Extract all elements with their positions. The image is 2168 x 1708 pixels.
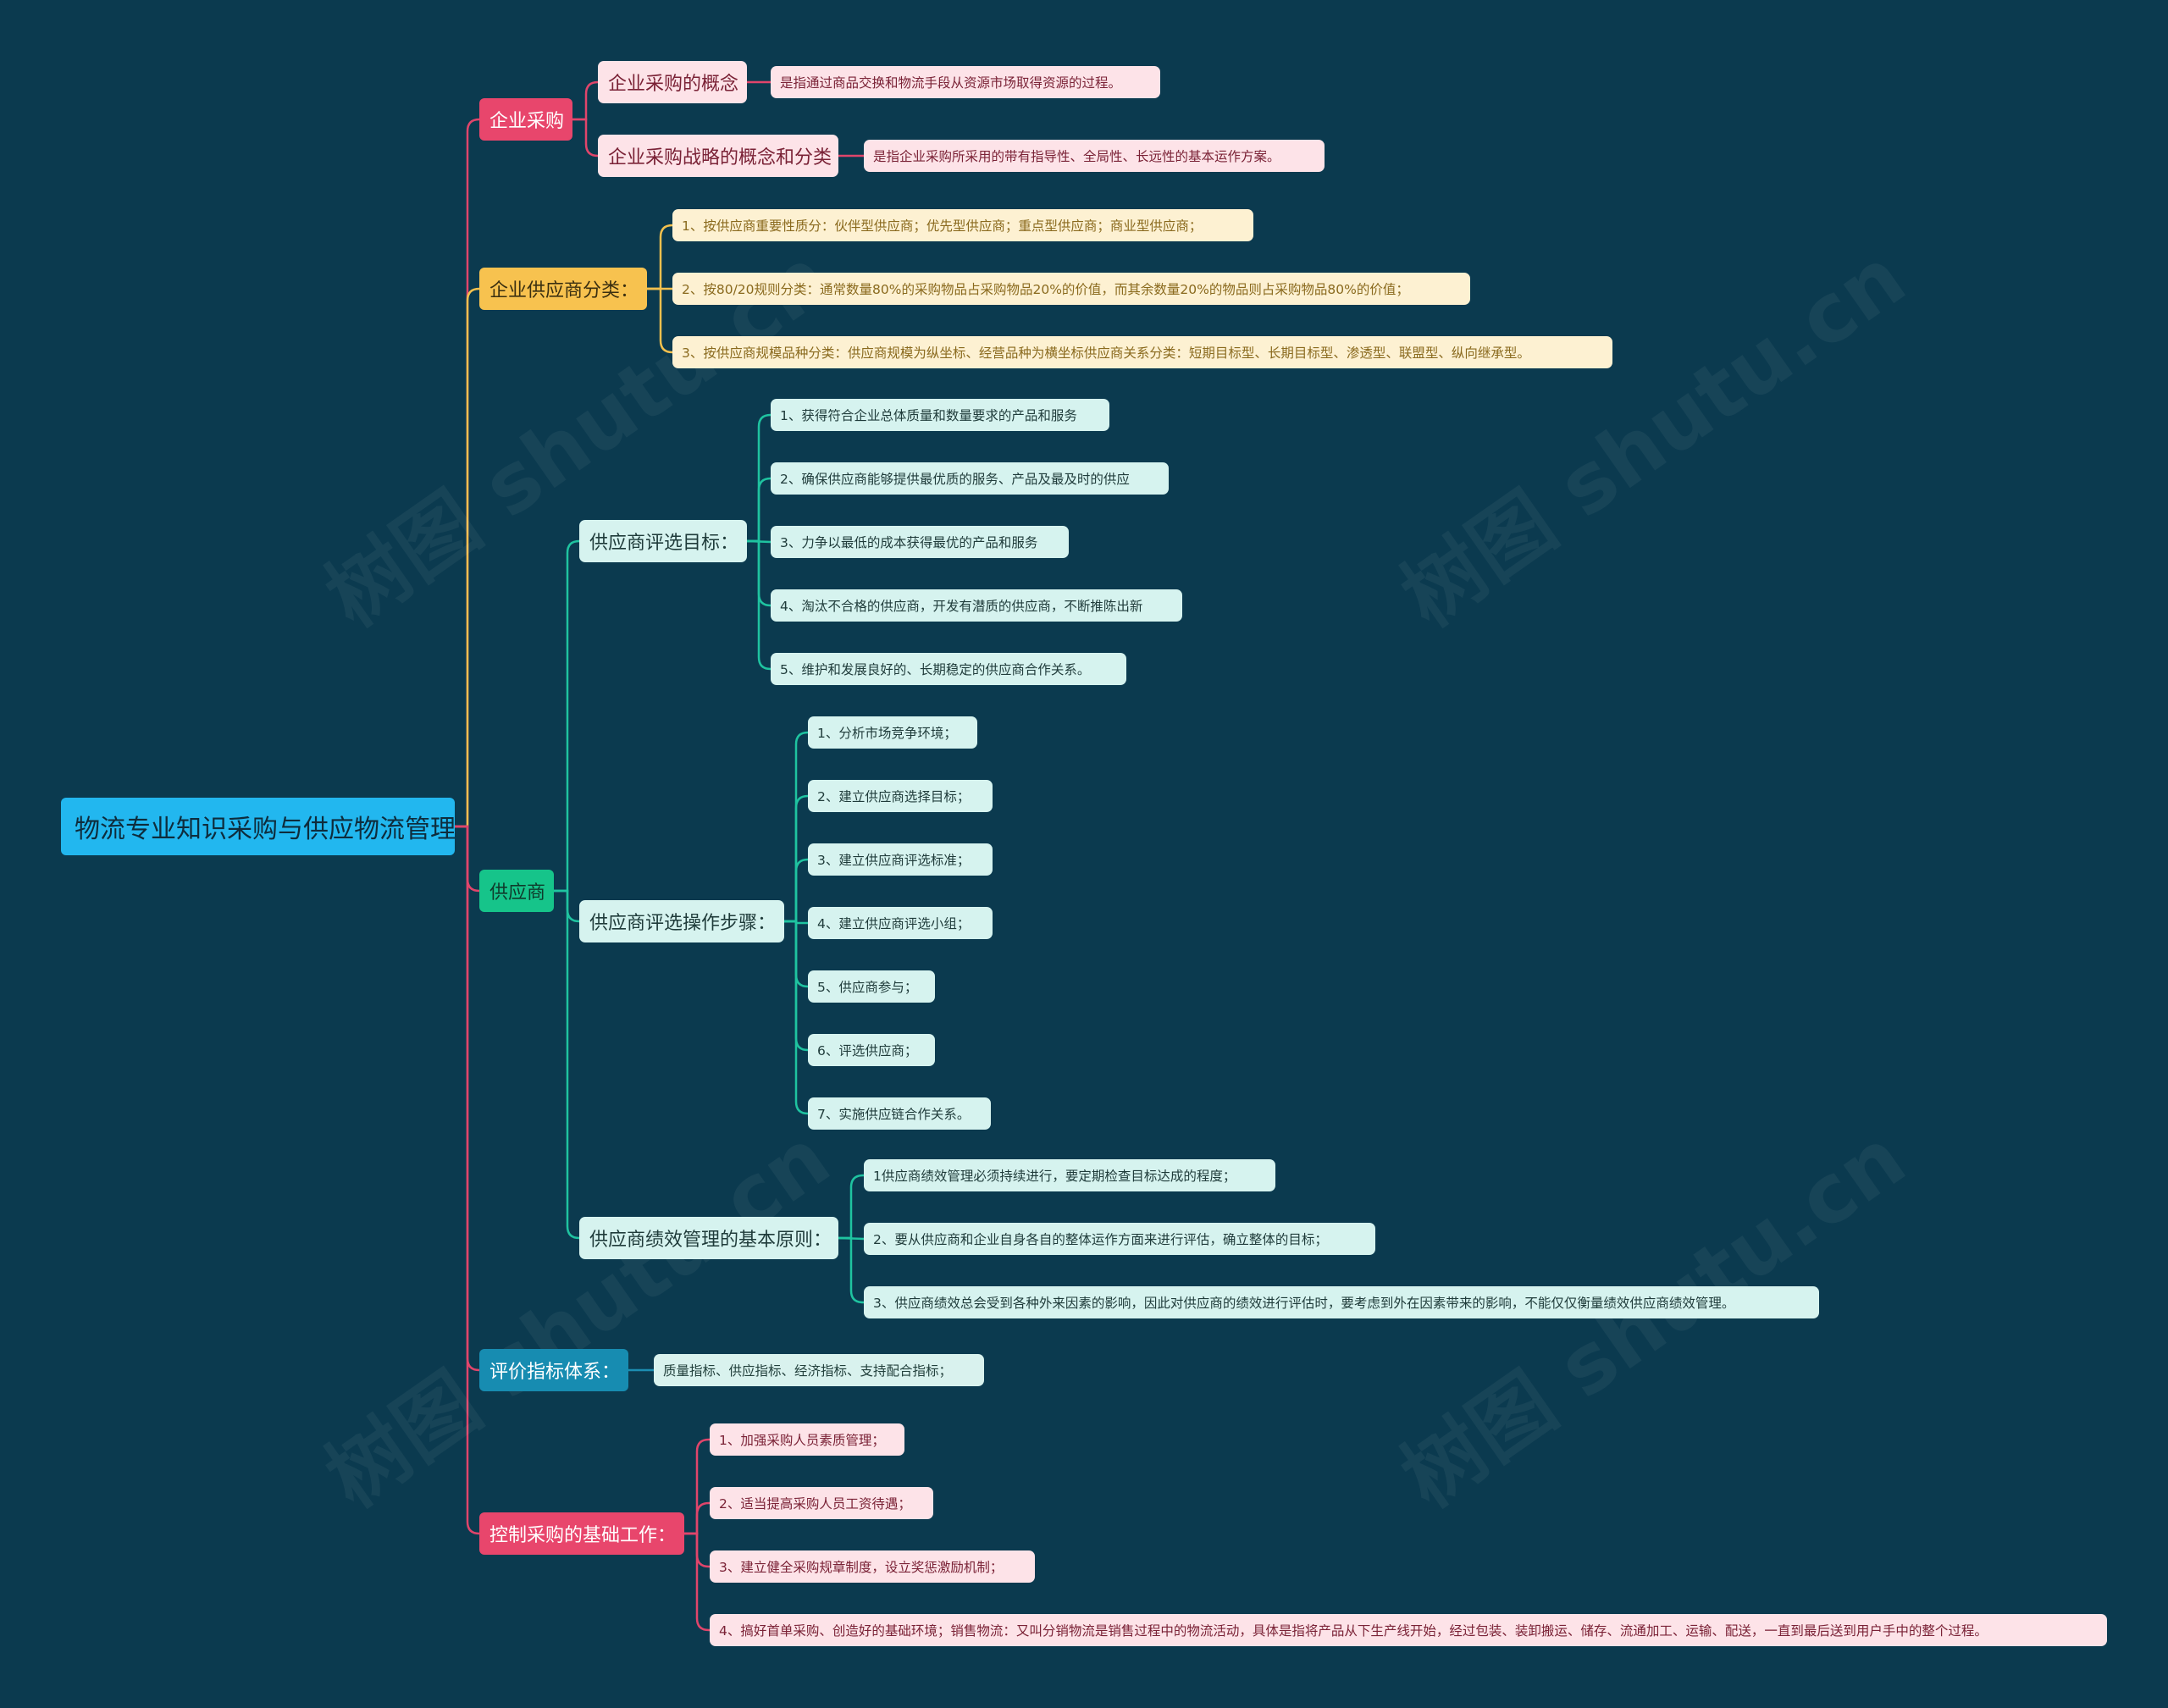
- leaf-control-item[interactable]: 1、加强采购人员素质管理；: [710, 1423, 904, 1456]
- connector-line: [572, 118, 599, 158]
- topic-procurement-concept[interactable]: 企业采购的概念: [598, 61, 747, 103]
- connector-line: [455, 118, 480, 828]
- leaf-step-item[interactable]: 6、评选供应商；: [808, 1034, 935, 1066]
- leaf-indicators-desc[interactable]: 质量指标、供应指标、经济指标、支持配合指标；: [654, 1354, 984, 1386]
- connector-line: [455, 287, 480, 828]
- connector-line: [784, 794, 809, 923]
- topic-procurement-strategy[interactable]: 企业采购战略的概念和分类: [598, 135, 838, 177]
- connector-line: [554, 539, 580, 893]
- leaf-goal-item[interactable]: 2、确保供应商能够提供最优质的服务、产品及最及时的供应: [771, 462, 1169, 495]
- connector-line: [784, 858, 809, 923]
- branch-enterprise-procurement[interactable]: 企业采购: [479, 98, 572, 141]
- connector-line: [838, 1236, 864, 1304]
- branch-procurement-control[interactable]: 控制采购的基础工作：: [479, 1512, 684, 1555]
- leaf-control-item[interactable]: 3、建立健全采购规章制度，设立奖惩激励机制；: [710, 1550, 1035, 1583]
- connector-line: [684, 1501, 710, 1535]
- leaf-principle-item[interactable]: 3、供应商绩效总会受到各种外来因素的影响，因此对供应商的绩效进行评估时，要考虑到…: [864, 1286, 1819, 1318]
- leaf-classification-item[interactable]: 3、按供应商规模品种分类：供应商规模为纵坐标、经营品种为横坐标供应商关系分类：短…: [672, 336, 1612, 368]
- leaf-step-item[interactable]: 5、供应商参与；: [808, 970, 935, 1003]
- leaf-classification-item[interactable]: 2、按80/20规则分类：通常数量80%的采购物品占采购物品20%的价值，而其余…: [672, 273, 1470, 305]
- leaf-goal-item[interactable]: 1、获得符合企业总体质量和数量要求的产品和服务: [771, 399, 1109, 431]
- connector-line: [784, 731, 809, 923]
- connector-line: [784, 920, 809, 1115]
- branch-supplier-classification[interactable]: 企业供应商分类：: [479, 268, 647, 310]
- branch-supplier[interactable]: 供应商: [479, 870, 554, 912]
- topic-supplier-selection-goals[interactable]: 供应商评选目标：: [579, 520, 747, 562]
- connector-line: [572, 80, 599, 121]
- leaf-goal-item[interactable]: 3、力争以最低的成本获得最优的产品和服务: [771, 526, 1069, 558]
- connector-line: [455, 825, 480, 1535]
- leaf-goal-item[interactable]: 4、淘汰不合格的供应商，开发有潜质的供应商，不断推陈出新: [771, 589, 1182, 622]
- connector-line: [747, 539, 772, 671]
- branch-evaluation-indicators[interactable]: 评价指标体系：: [479, 1349, 628, 1391]
- leaf-goal-item[interactable]: 5、维护和发展良好的、长期稳定的供应商合作关系。: [771, 653, 1126, 685]
- leaf-control-item[interactable]: 2、适当提高采购人员工资待遇；: [710, 1487, 933, 1519]
- connector-line: [554, 889, 580, 1240]
- topic-supplier-selection-steps[interactable]: 供应商评选操作步骤：: [579, 900, 784, 942]
- connector-line: [747, 413, 772, 543]
- leaf-step-item[interactable]: 2、建立供应商选择目标；: [808, 780, 993, 812]
- leaf-principle-item[interactable]: 1供应商绩效管理必须持续进行，要定期检查目标达成的程度；: [864, 1159, 1275, 1191]
- leaf-step-item[interactable]: 3、建立供应商评选标准；: [808, 843, 993, 876]
- topic-supplier-performance-principles[interactable]: 供应商绩效管理的基本原则：: [579, 1217, 838, 1259]
- connector-line: [684, 1532, 710, 1632]
- connector-line: [684, 1438, 710, 1535]
- connector-line: [838, 1174, 864, 1240]
- leaf-principle-item[interactable]: 2、要从供应商和企业自身各自的整体运作方面来进行评估，确立整体的目标；: [864, 1223, 1375, 1255]
- leaf-step-item[interactable]: 7、实施供应链合作关系。: [808, 1097, 991, 1130]
- leaf-procurement-concept-desc[interactable]: 是指通过商品交换和物流手段从资源市场取得资源的过程。: [771, 66, 1160, 98]
- leaf-step-item[interactable]: 4、建立供应商评选小组；: [808, 907, 993, 939]
- connector-line: [747, 477, 772, 543]
- leaf-procurement-strategy-desc[interactable]: 是指企业采购所采用的带有指导性、全局性、长远性的基本运作方案。: [864, 140, 1325, 172]
- root-topic[interactable]: 物流专业知识采购与供应物流管理: [61, 798, 456, 855]
- leaf-control-item[interactable]: 4、搞好首单采购、创造好的基础环境；销售物流：又叫分销物流是销售过程中的物流活动…: [710, 1614, 2107, 1646]
- leaf-classification-item[interactable]: 1、按供应商重要性质分：伙伴型供应商；优先型供应商；重点型供应商；商业型供应商；: [672, 209, 1253, 241]
- connector-line: [647, 287, 673, 354]
- leaf-step-item[interactable]: 1、分析市场竞争环境；: [808, 716, 977, 749]
- connector-line: [647, 224, 673, 290]
